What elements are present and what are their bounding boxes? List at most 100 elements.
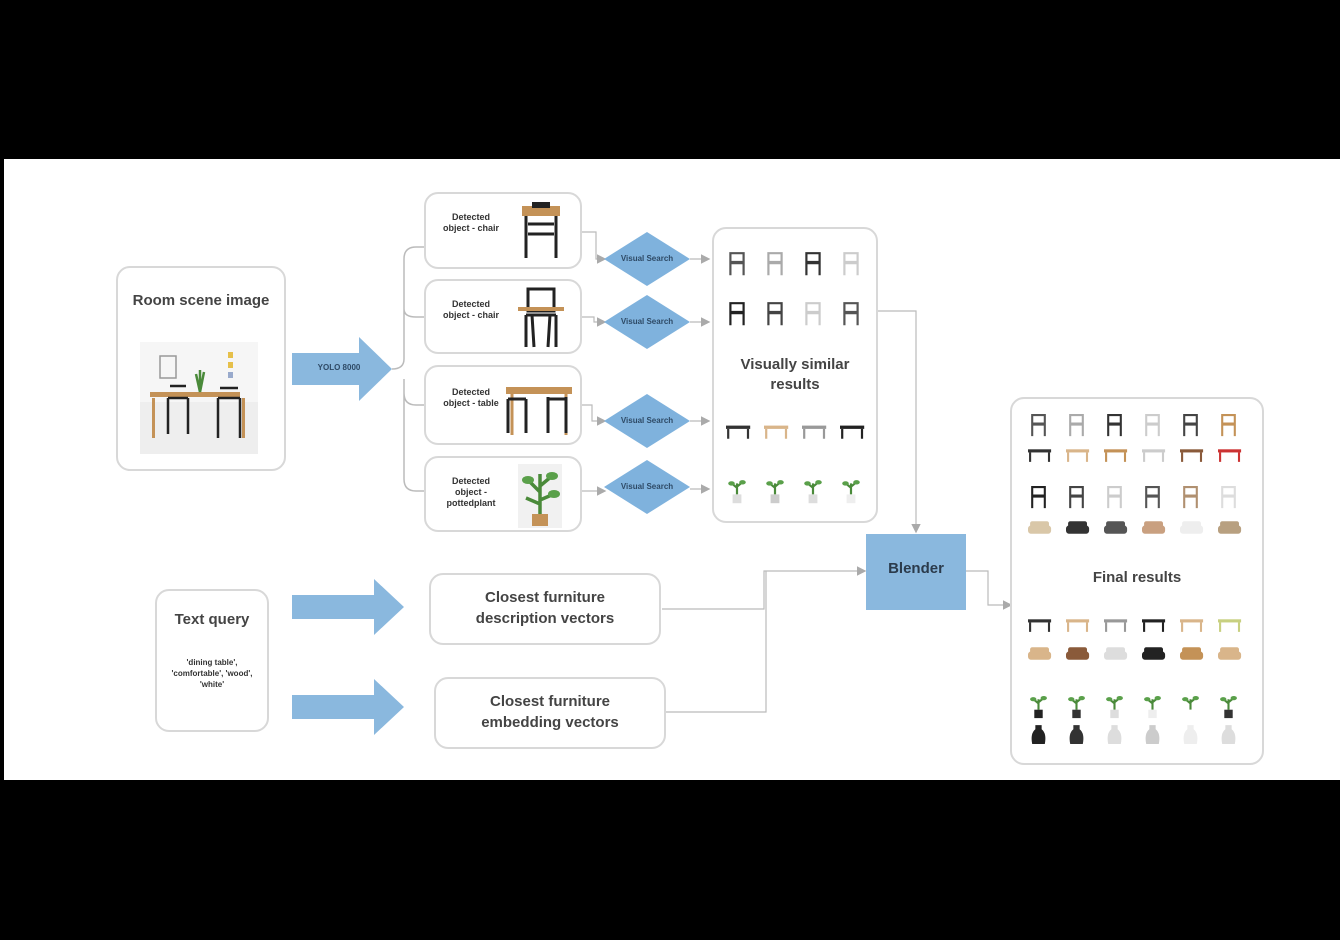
detected-label-4: Detected object - pottedplant <box>446 476 496 508</box>
detected-box-2: Detected object - chair <box>424 279 582 354</box>
chair-icon <box>1069 414 1084 437</box>
sofa-icon <box>1028 647 1052 660</box>
table-icon <box>1180 449 1204 462</box>
chair-icon <box>518 287 564 348</box>
plant-icon <box>1144 696 1161 719</box>
sofa-icon <box>1066 647 1090 660</box>
room-scene-title: Room scene image <box>132 292 270 309</box>
visual-search-diamond-3 <box>604 394 690 448</box>
visual-results-grid <box>726 252 865 504</box>
sofa-icon <box>1142 521 1166 534</box>
closest-embedding-box: Closest furniture embedding vectors <box>434 677 666 749</box>
text-arrow-top <box>292 579 404 635</box>
visual-search-label-2: Visual Search <box>620 317 674 326</box>
closest-embedding-label: Closest furniture embedding vectors <box>481 693 619 731</box>
chair-icon <box>1107 486 1122 509</box>
table-icon <box>1180 619 1204 632</box>
chair-icon <box>1031 486 1046 509</box>
chair-icon <box>522 202 560 258</box>
blender-label: Blender <box>888 560 944 577</box>
chair-icon <box>1183 414 1198 437</box>
chair-icon <box>767 252 783 276</box>
chair-icon <box>1221 486 1236 509</box>
plant-icon <box>1030 696 1047 719</box>
table-icon <box>1028 449 1052 462</box>
plant-icon <box>1220 696 1237 719</box>
sofa-icon <box>1218 647 1242 660</box>
chair-icon <box>843 302 859 326</box>
vase-icon <box>1183 725 1198 744</box>
yolo-arrow <box>292 337 392 401</box>
visual-search-label-3: Visual Search <box>620 416 674 425</box>
table-icon <box>1028 619 1052 632</box>
detected-label-3: Detected object - table <box>443 387 499 408</box>
vase-icon <box>1107 725 1122 744</box>
chair-icon <box>767 302 783 326</box>
visual-results-box: Visually similar results <box>712 227 878 523</box>
final-results-box: Final results <box>1010 397 1264 765</box>
diagram-canvas: YOLO 8000 Visual Search Visual Search Vi… <box>4 159 1340 780</box>
room-scene-box: Room scene image <box>116 266 286 471</box>
chair-icon <box>1183 486 1198 509</box>
table-icon <box>840 425 865 439</box>
detected-label-2: Detected object - chair <box>442 299 499 320</box>
closest-description-box: Closest furniture description vectors <box>429 573 661 645</box>
closest-description-label: Closest furniture description vectors <box>475 589 615 627</box>
table-icon <box>1104 449 1128 462</box>
plant-icon <box>804 480 822 504</box>
table-icon <box>1142 449 1166 462</box>
chair-icon <box>1069 486 1084 509</box>
detected-box-4: Detected object - pottedplant <box>424 456 582 532</box>
chair-icon <box>805 252 821 276</box>
sofa-icon <box>1066 521 1090 534</box>
table-icon <box>1066 619 1090 632</box>
text-query-title: Text query <box>174 611 250 628</box>
table-icon <box>726 425 751 439</box>
sofa-icon <box>1218 521 1242 534</box>
detected-box-1: Detected object - chair <box>424 192 582 269</box>
chair-icon <box>1145 486 1160 509</box>
chair-icon <box>1221 414 1236 437</box>
plant-icon <box>728 480 746 504</box>
sofa-icon <box>1142 647 1166 660</box>
sofa-icon <box>1028 521 1052 534</box>
text-query-box: Text query 'dining table', 'comfortable'… <box>155 589 269 732</box>
chair-icon <box>1107 414 1122 437</box>
table-icon <box>506 387 572 435</box>
vase-icon <box>1221 725 1236 744</box>
plant-icon <box>1068 696 1085 719</box>
table-icon <box>1066 449 1090 462</box>
sofa-icon <box>1180 647 1204 660</box>
visual-search-label-1: Visual Search <box>620 254 674 263</box>
table-icon <box>1218 449 1242 462</box>
connector-layer <box>292 231 1013 735</box>
table-icon <box>1142 619 1166 632</box>
visual-results-title: Visually similar results <box>740 356 850 393</box>
table-icon <box>1218 619 1242 632</box>
branch-connector <box>391 246 424 492</box>
table-icon <box>802 425 827 439</box>
sofa-icon <box>1104 521 1128 534</box>
blender-node: Blender <box>866 534 966 610</box>
visual-search-diamond-1 <box>604 232 690 286</box>
sofa-icon <box>1104 647 1128 660</box>
chair-icon <box>729 252 745 276</box>
table-icon <box>1104 619 1128 632</box>
text-arrow-bottom <box>292 679 404 735</box>
detected-box-3: Detected object - table <box>424 365 582 445</box>
vase-icon <box>1069 725 1084 744</box>
chair-icon <box>1145 414 1160 437</box>
final-results-grid <box>1028 414 1242 744</box>
chair-icon <box>805 302 821 326</box>
table-icon <box>764 425 789 439</box>
visual-search-diamond-4 <box>604 460 690 514</box>
yolo-label: YOLO 8000 <box>317 363 361 372</box>
visual-search-diamond-2 <box>604 295 690 349</box>
room-scene-image <box>140 342 258 454</box>
chair-icon <box>843 252 859 276</box>
plant-icon <box>518 464 562 528</box>
detected-label-1: Detected object - chair <box>442 212 499 233</box>
text-query-body: 'dining table', 'comfortable', 'wood', '… <box>171 658 253 689</box>
plant-icon <box>1106 696 1123 719</box>
chair-icon <box>1031 414 1046 437</box>
